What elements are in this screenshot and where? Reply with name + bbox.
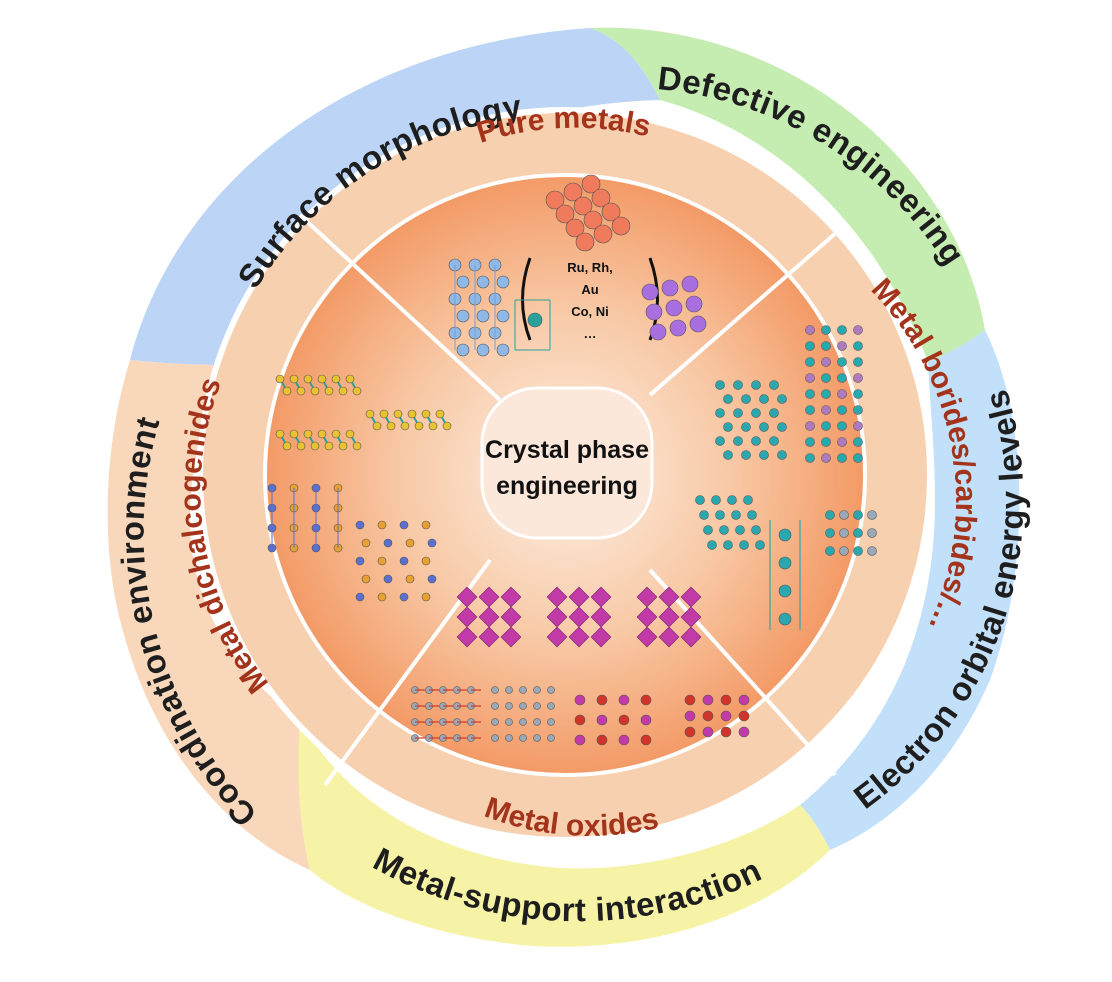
metal-support-segment xyxy=(298,720,831,947)
fcc-lattice-icon xyxy=(545,174,631,252)
layered-sheet-icon xyxy=(267,374,452,602)
center-badge xyxy=(480,386,654,540)
element-text: Co, Ni xyxy=(571,304,609,319)
hcp-lattice-icon xyxy=(448,258,551,357)
element-text: … xyxy=(584,326,597,341)
defective-engineering-segment xyxy=(590,27,985,362)
center-title-line2: engineering xyxy=(496,472,638,500)
coordination-environment-segment xyxy=(107,360,310,870)
element-text: Ru, Rh, xyxy=(567,260,613,275)
electron-orbital-segment xyxy=(800,330,1020,850)
bcc-lattice-icon xyxy=(641,275,707,341)
boride-lattice-icon xyxy=(695,325,877,630)
element-text: Au xyxy=(581,282,598,297)
oxide-framework-icon xyxy=(411,586,750,746)
center-title-line1: Crystal phase xyxy=(485,436,649,464)
